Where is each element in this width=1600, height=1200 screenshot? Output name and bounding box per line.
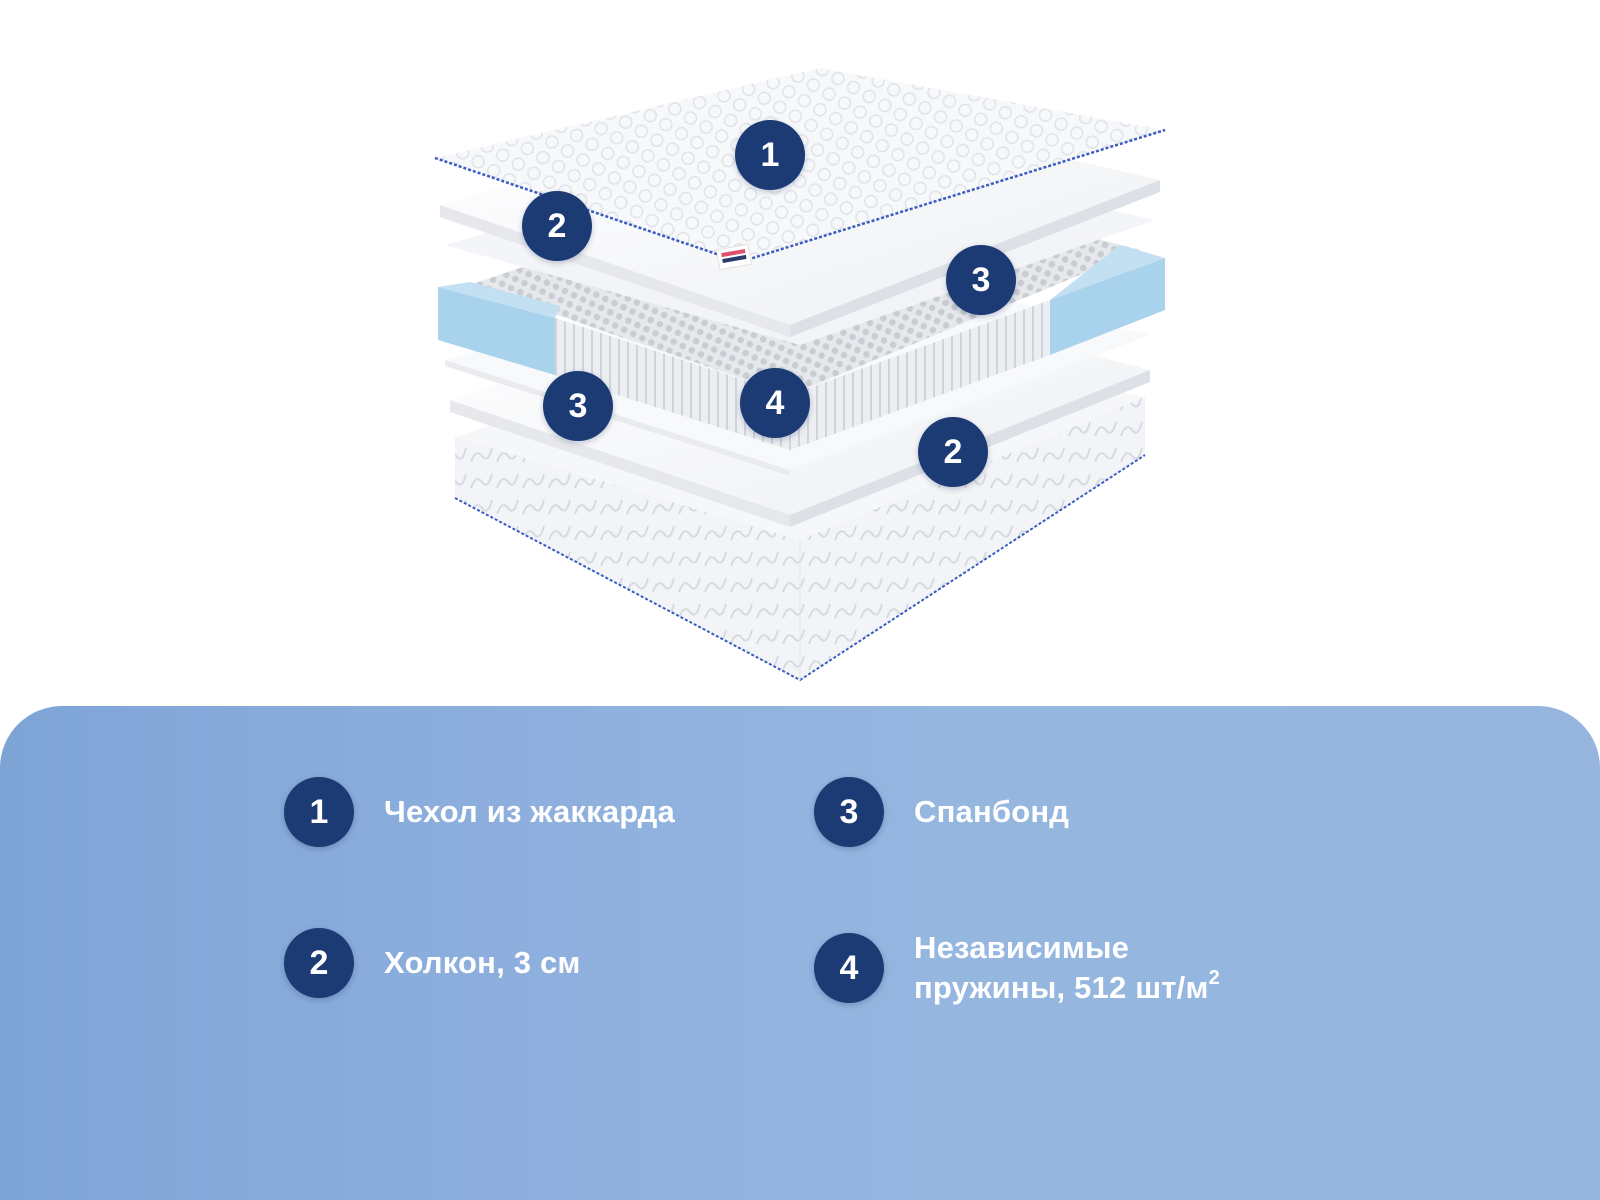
legend-item-4: 4 Независимые пружины, 512 шт/м2 [814, 928, 1220, 1008]
mattress-layers-image [434, 68, 1166, 682]
legend-label-2: Холкон, 3 см [384, 945, 581, 980]
legend-label-4-line2: пружины, 512 шт/м2 [914, 968, 1220, 1008]
legend-label-4-line1: Независимые [914, 930, 1130, 965]
callout-badge-4: 4 [740, 368, 810, 438]
legend-badge-1: 1 [284, 777, 354, 847]
legend-badge-4: 4 [814, 933, 884, 1003]
legend-item-1: 1 Чехол из жаккарда [284, 777, 675, 847]
legend-label-4-superscript: 2 [1208, 967, 1220, 989]
legend-item-3: 3 Спанбонд [814, 777, 1069, 847]
legend-label-4: Независимые пружины, 512 шт/м2 [914, 928, 1220, 1008]
legend-item-2: 2 Холкон, 3 см [284, 928, 581, 998]
mattress-illustration: 1 2 3 3 4 2 [434, 68, 1166, 682]
legend-panel: 1 Чехол из жаккарда 2 Холкон, 3 см 3 Спа… [0, 706, 1600, 1200]
legend-label-4-line2-text: пружины, 512 шт/м [914, 970, 1209, 1005]
callout-badge-3-top: 3 [946, 245, 1016, 315]
callout-badge-2-top: 2 [522, 191, 592, 261]
callout-badge-1: 1 [735, 120, 805, 190]
legend-badge-2: 2 [284, 928, 354, 998]
callout-badge-2-bottom: 2 [918, 417, 988, 487]
legend-badge-3: 3 [814, 777, 884, 847]
legend-label-1: Чехол из жаккарда [384, 794, 675, 829]
legend-label-3: Спанбонд [914, 794, 1070, 829]
callout-badge-3-bottom: 3 [543, 371, 613, 441]
